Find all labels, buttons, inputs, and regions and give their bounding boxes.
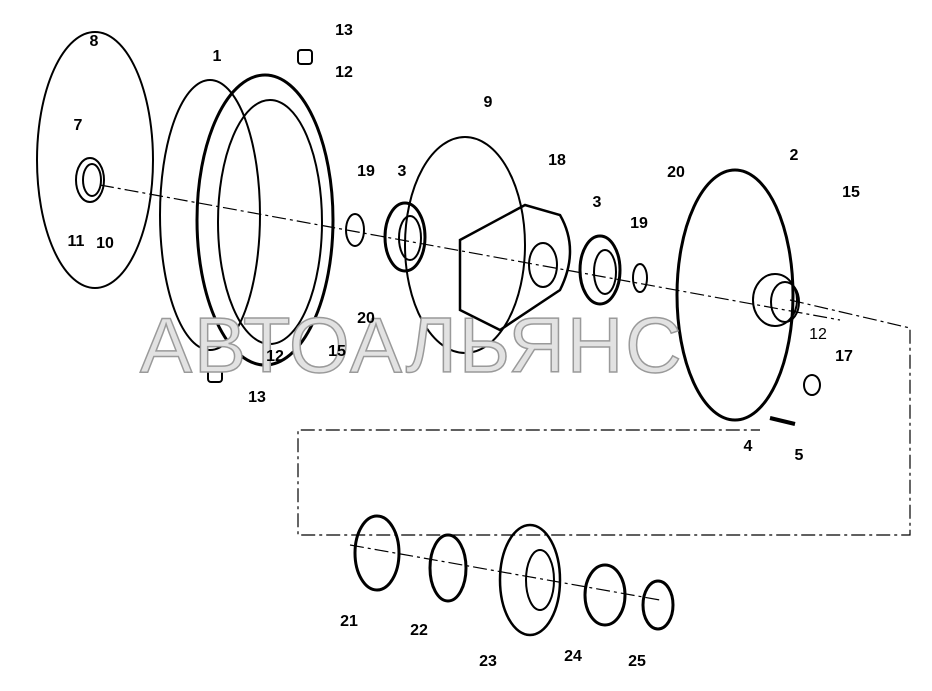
- part-18-bore: [528, 242, 558, 288]
- callout-20: 20: [667, 164, 685, 181]
- part-2-hub: [752, 273, 798, 327]
- callout-9: 9: [483, 94, 493, 111]
- part-25-seal: [641, 579, 675, 631]
- part-1-housing: [195, 73, 335, 367]
- callout-18: 18: [548, 152, 566, 169]
- part-3-bearing-left-inner: [398, 215, 422, 261]
- watermark: АВТОАЛЬЯНС: [139, 300, 684, 390]
- callout-4: 4: [743, 438, 753, 455]
- part-13-nut-top: [297, 49, 313, 65]
- part-1-housing-inner: [217, 99, 323, 345]
- callout-19: 19: [630, 215, 648, 232]
- part-13-nut-bottom: [207, 367, 223, 383]
- callout-13: 13: [335, 22, 353, 39]
- part-7-seal-inner: [82, 163, 102, 197]
- lower-centerline: [349, 544, 661, 601]
- callout-19: 19: [357, 163, 375, 180]
- part-2-cover: [675, 168, 795, 422]
- callout-12: 12: [266, 348, 284, 365]
- part-23-flange: [498, 523, 562, 637]
- callout-12: 12: [809, 326, 827, 343]
- part-3-bearing-left: [383, 201, 427, 273]
- assembly-bracket: [297, 299, 911, 536]
- callout-17: 17: [835, 348, 853, 365]
- callout-10: 10: [96, 235, 114, 252]
- callout-22: 22: [410, 622, 428, 639]
- part-23-bore: [525, 549, 555, 611]
- part-22-ring: [428, 533, 468, 603]
- callout-25: 25: [628, 653, 646, 670]
- centerline: [99, 184, 841, 321]
- part-3-bearing-right-inner: [593, 249, 617, 295]
- callout-23: 23: [479, 653, 497, 670]
- callout-12: 12: [335, 64, 353, 81]
- callout-7: 7: [73, 117, 83, 134]
- callout-24: 24: [564, 648, 582, 665]
- part-19-right: [632, 263, 648, 293]
- callout-15: 15: [842, 184, 860, 201]
- callout-3: 3: [592, 194, 602, 211]
- part-3-bearing-right: [578, 234, 622, 306]
- part-9-gasket: [404, 136, 526, 354]
- part-1-housing-back: [159, 79, 261, 351]
- callout-11: 11: [67, 233, 85, 250]
- part-18-pump-body: [458, 203, 572, 332]
- callout-21: 21: [340, 613, 358, 630]
- callout-20: 20: [357, 310, 375, 327]
- part-7-seal: [75, 157, 105, 203]
- callout-2: 2: [789, 147, 799, 164]
- part-24-bearing: [583, 563, 627, 627]
- part-5-bolt: [769, 416, 796, 426]
- callout-5: 5: [794, 447, 804, 464]
- callout-3: 3: [397, 163, 407, 180]
- callout-13: 13: [248, 389, 266, 406]
- part-19-left: [345, 213, 365, 247]
- part-2-hub-face: [770, 281, 800, 323]
- callout-15: 15: [328, 343, 346, 360]
- callout-8: 8: [89, 33, 99, 50]
- part-21-ring: [353, 514, 401, 592]
- part-8-ring: [36, 31, 154, 289]
- part-17-nut: [803, 374, 821, 396]
- callout-1: 1: [212, 48, 222, 65]
